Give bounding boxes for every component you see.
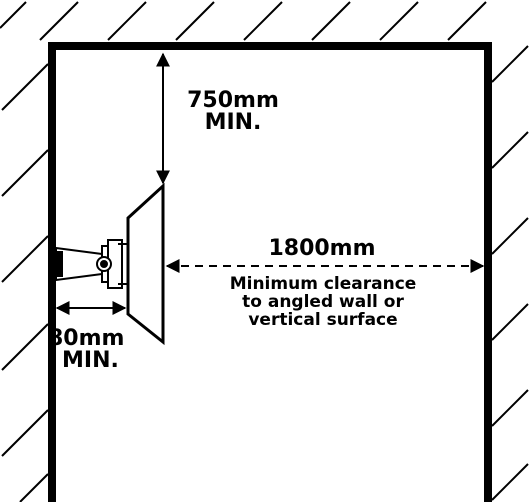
room-outline xyxy=(48,42,492,502)
top-wall-hatching xyxy=(0,1,487,41)
wall-gap-qualifier: MIN. xyxy=(62,348,119,373)
top-clearance-qualifier: MIN. xyxy=(204,110,262,135)
wall-gap-value: 80mm xyxy=(48,326,125,351)
left-wall-hatching xyxy=(1,63,49,502)
projection-screen xyxy=(126,182,165,346)
right-wall-hatching xyxy=(491,45,529,501)
front-clearance-note: Minimum clearance to angled wall or vert… xyxy=(229,274,417,330)
wall-mount-bracket xyxy=(55,239,128,289)
wall-gap-label: 80mm MIN. xyxy=(48,328,128,372)
top-clearance-label: 750mm MIN. xyxy=(178,90,288,134)
top-clearance-value: 750mm xyxy=(187,88,279,113)
front-clearance-value: 1800mm xyxy=(268,236,376,261)
